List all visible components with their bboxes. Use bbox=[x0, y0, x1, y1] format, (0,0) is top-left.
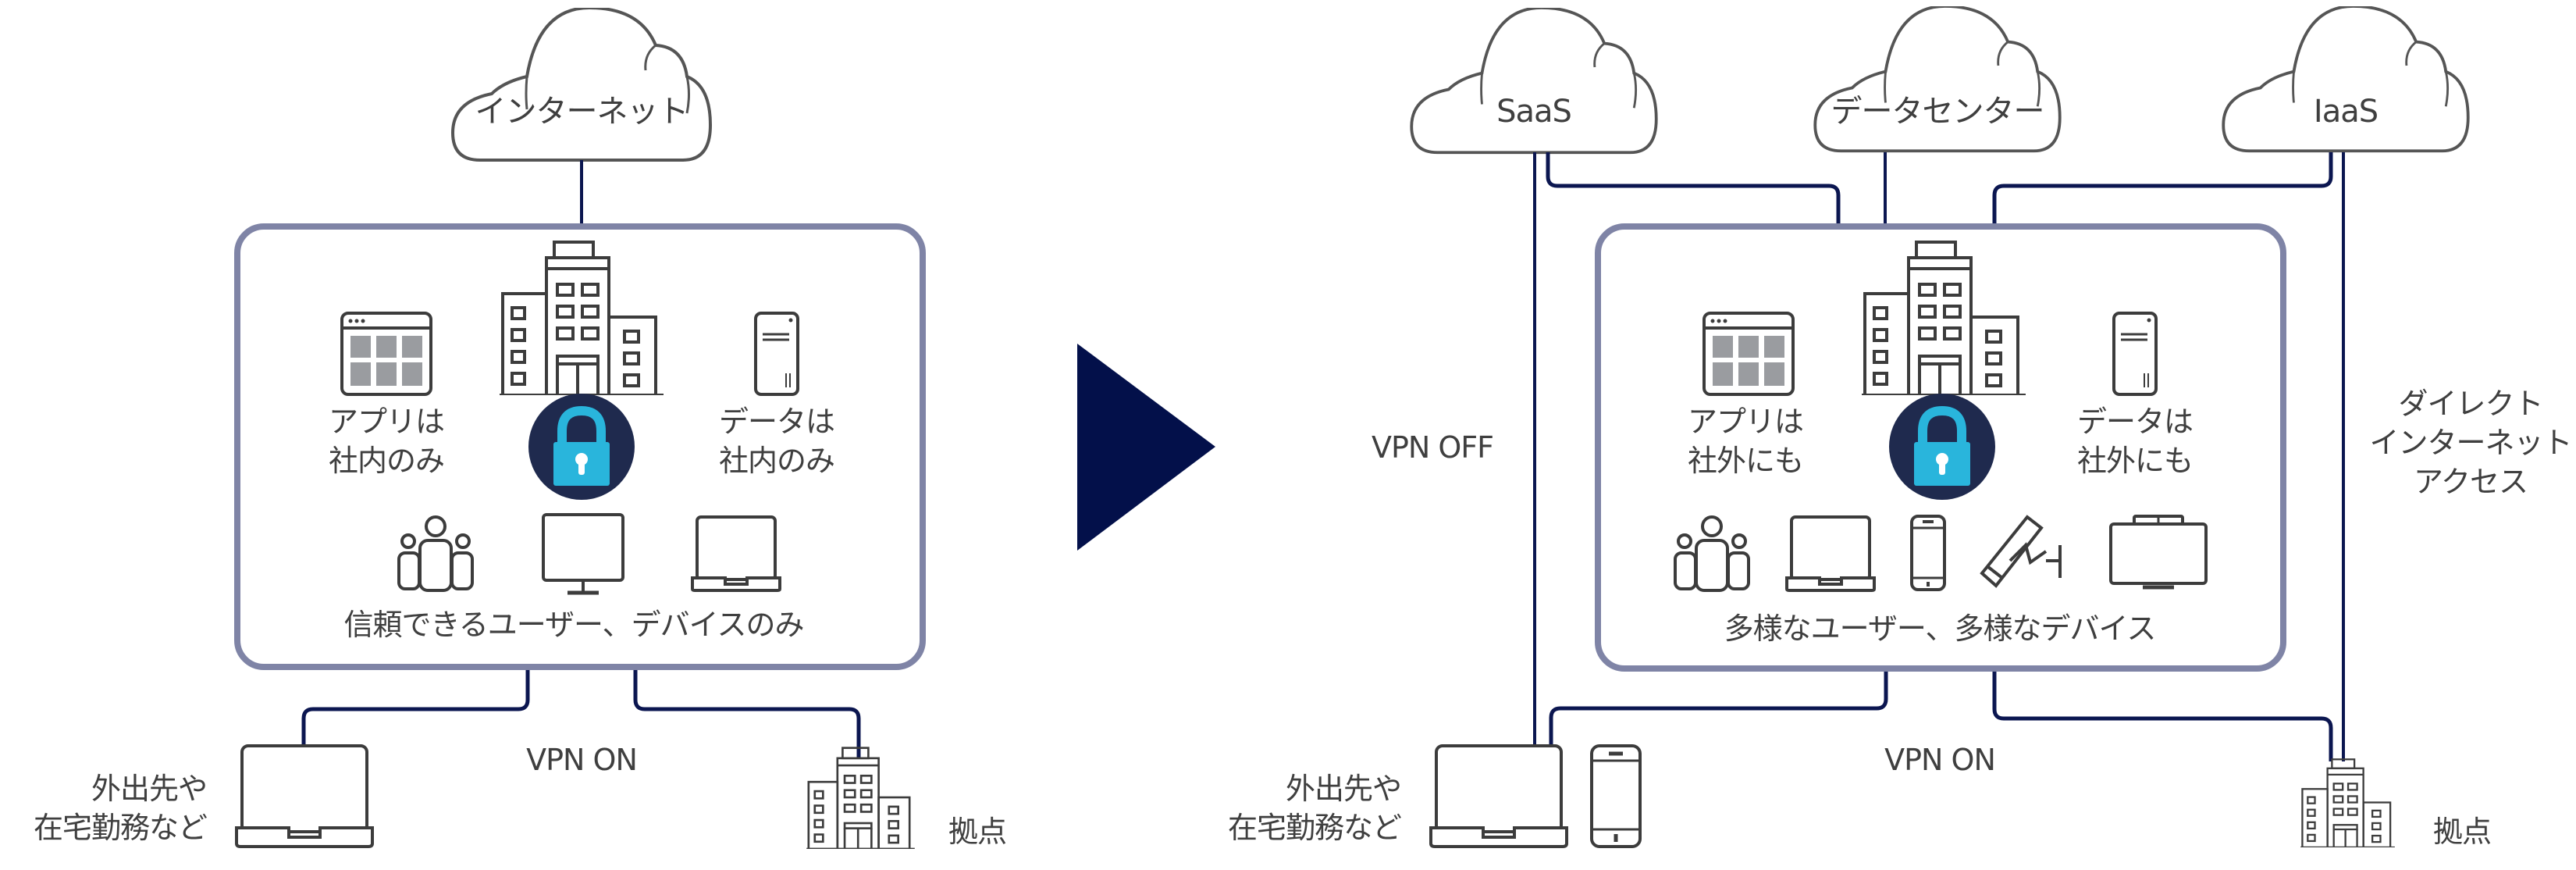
vpn-connector-branch bbox=[1992, 672, 2333, 761]
remote-label: 外出先や 在宅勤務など bbox=[33, 769, 208, 847]
vpn-connector-remote bbox=[1549, 672, 1888, 746]
data-label-line2: 社外にも bbox=[2076, 444, 2194, 478]
app-window-icon bbox=[1703, 312, 1795, 396]
internet-cloud-icon bbox=[451, 8, 712, 162]
after-diagram bbox=[1410, 6, 2470, 848]
branch-building-icon bbox=[2299, 758, 2396, 847]
internet-cloud-label: インターネット bbox=[475, 94, 689, 130]
remote-laptop-icon bbox=[235, 744, 374, 848]
server-icon bbox=[754, 312, 799, 396]
saas-connector bbox=[1546, 152, 1841, 223]
app-label: アプリは 社内のみ bbox=[328, 402, 445, 480]
branch-building-icon bbox=[805, 747, 916, 849]
tv-display-icon bbox=[2111, 516, 2206, 587]
remote-label: 外出先や 在宅勤務など bbox=[1227, 769, 1402, 847]
app-label-line1: アプリは bbox=[328, 405, 445, 439]
lock-icon bbox=[528, 394, 635, 500]
remote-label-line2: 在宅勤務など bbox=[33, 811, 208, 845]
remote-smartphone-icon bbox=[1592, 746, 1640, 847]
smartphone-icon bbox=[1910, 515, 1946, 591]
branch-label: 拠点 bbox=[948, 815, 1007, 849]
vpn-on-label: VPN ON bbox=[526, 743, 638, 777]
data-label-line1: データは bbox=[718, 405, 835, 439]
data-label: データは 社外にも bbox=[2076, 402, 2194, 480]
server-icon bbox=[2112, 312, 2158, 396]
saas-cloud-label: SaaS bbox=[1496, 94, 1572, 130]
app-window-icon bbox=[340, 312, 432, 396]
iaas-cloud-label: IaaS bbox=[2313, 94, 2379, 130]
datacenter-cloud-label: データセンター bbox=[1831, 94, 2045, 130]
data-label: データは 社内のみ bbox=[718, 402, 835, 480]
remote-label-line1: 外出先や bbox=[1285, 772, 1402, 806]
vpn-connector-remote bbox=[301, 670, 530, 746]
before-diagram bbox=[234, 8, 926, 849]
app-label-line2: 社内のみ bbox=[328, 444, 445, 478]
remote-label-line1: 外出先や bbox=[91, 772, 208, 806]
app-label-line2: 社外にも bbox=[1687, 444, 1804, 478]
remote-laptop-icon bbox=[1429, 744, 1568, 848]
app-label: アプリは 社外にも bbox=[1687, 402, 1804, 480]
vpn-off-label: VPN OFF bbox=[1371, 430, 1494, 465]
laptop-icon bbox=[691, 515, 781, 592]
direct-internet-access-label: ダイレクト インターネット アクセス bbox=[2369, 384, 2572, 501]
arrow-right-icon bbox=[1077, 344, 1215, 551]
laptop-icon bbox=[1785, 515, 1876, 592]
trusted-users-label: 信頼できるユーザー、デバイスのみ bbox=[343, 608, 805, 642]
desktop-monitor-icon bbox=[543, 515, 623, 593]
vpn-on-label: VPN ON bbox=[1884, 743, 1996, 777]
data-label-line2: 社内のみ bbox=[718, 444, 835, 478]
dia-line2: インターネット bbox=[2369, 426, 2572, 460]
dia-line1: ダイレクト bbox=[2398, 387, 2543, 421]
diverse-users-label: 多様なユーザー、多様なデバイス bbox=[1724, 611, 2157, 646]
dia-line3: アクセス bbox=[2413, 465, 2528, 499]
data-label-line1: データは bbox=[2076, 405, 2194, 439]
vpn-connector-branch bbox=[633, 670, 861, 759]
remote-label-line2: 在宅勤務など bbox=[1227, 811, 1402, 845]
lock-icon bbox=[1889, 394, 1995, 500]
iaas-connector bbox=[1992, 152, 2333, 223]
app-label-line1: アプリは bbox=[1687, 405, 1804, 439]
branch-label: 拠点 bbox=[2433, 815, 2492, 849]
